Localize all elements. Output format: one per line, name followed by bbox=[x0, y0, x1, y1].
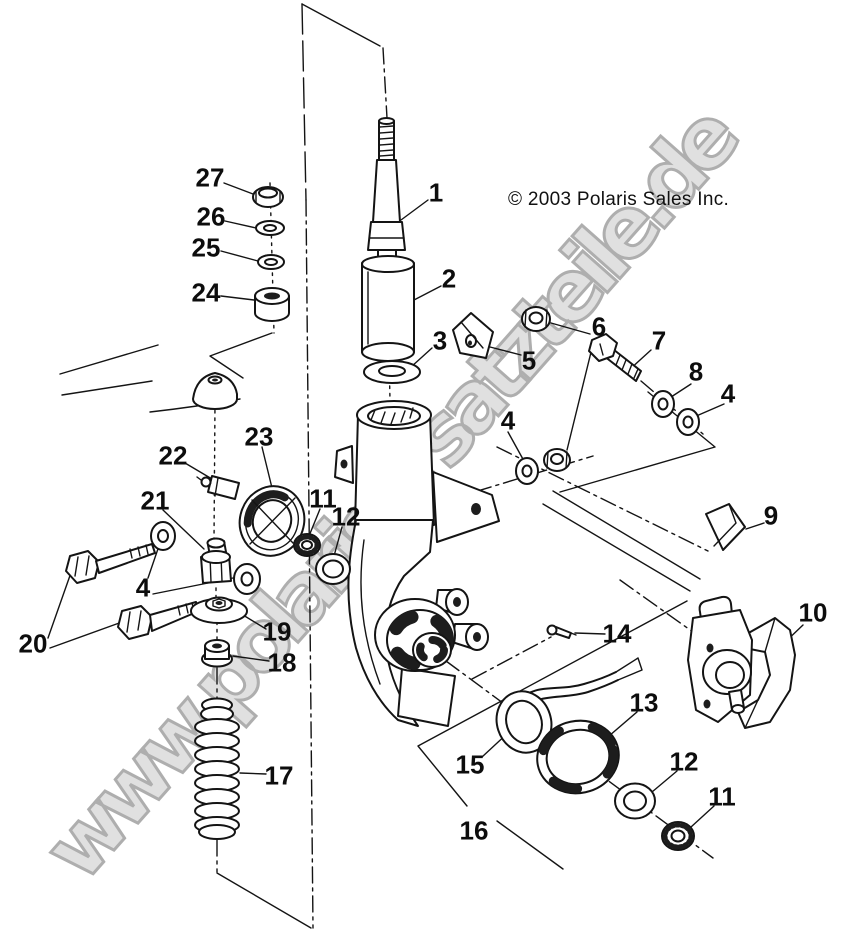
callout-10: 10 bbox=[798, 597, 828, 628]
upper-mount-fastener-stack bbox=[252, 186, 290, 322]
callout-16: 16 bbox=[459, 815, 489, 846]
callout-13: 13 bbox=[629, 687, 659, 718]
callout-3: 3 bbox=[432, 325, 448, 356]
brake-caliper bbox=[687, 595, 796, 729]
callout-17: 17 bbox=[264, 760, 294, 791]
callout-5: 5 bbox=[521, 345, 537, 376]
steering-knuckle bbox=[334, 400, 500, 727]
wedge-spacer bbox=[705, 503, 746, 551]
callout-11-left: 11 bbox=[309, 483, 337, 514]
callout-12-left: 12 bbox=[331, 501, 361, 532]
callout-2: 2 bbox=[441, 263, 457, 294]
callout-11-bottom: 11 bbox=[708, 781, 736, 812]
callout-6: 6 bbox=[591, 311, 607, 342]
strut-cartridge bbox=[361, 117, 421, 384]
callout-25: 25 bbox=[191, 232, 221, 263]
callout-12-bottom: 12 bbox=[669, 746, 699, 777]
left-hardware-group bbox=[65, 475, 351, 668]
callout-1: 1 bbox=[428, 177, 444, 208]
bolt-and-washers-right bbox=[588, 333, 700, 436]
callout-4-left: 4 bbox=[135, 572, 151, 603]
callout-26: 26 bbox=[196, 201, 226, 232]
callout-22: 22 bbox=[158, 440, 188, 471]
hub-seal-and-bearing-rings bbox=[495, 657, 695, 851]
callout-27: 27 bbox=[195, 162, 225, 193]
callout-20: 20 bbox=[18, 628, 48, 659]
coil-spring bbox=[194, 697, 240, 840]
callout-4-center: 4 bbox=[500, 405, 516, 436]
callout-4-right: 4 bbox=[720, 378, 736, 409]
strut-tower-mount bbox=[192, 372, 238, 410]
callout-14: 14 bbox=[602, 618, 632, 649]
callout-7: 7 bbox=[651, 325, 667, 356]
callout-21: 21 bbox=[140, 485, 170, 516]
callout-8: 8 bbox=[688, 356, 704, 387]
callout-19: 19 bbox=[262, 616, 292, 647]
callout-9: 9 bbox=[763, 500, 779, 531]
retaining-pin bbox=[546, 624, 577, 639]
callout-15: 15 bbox=[455, 749, 485, 780]
bracket-and-nuts bbox=[452, 306, 571, 485]
callout-23: 23 bbox=[244, 421, 274, 452]
callout-18: 18 bbox=[267, 647, 297, 678]
callout-24: 24 bbox=[191, 277, 221, 308]
copyright-text: © 2003 Polaris Sales Inc. bbox=[508, 189, 730, 210]
